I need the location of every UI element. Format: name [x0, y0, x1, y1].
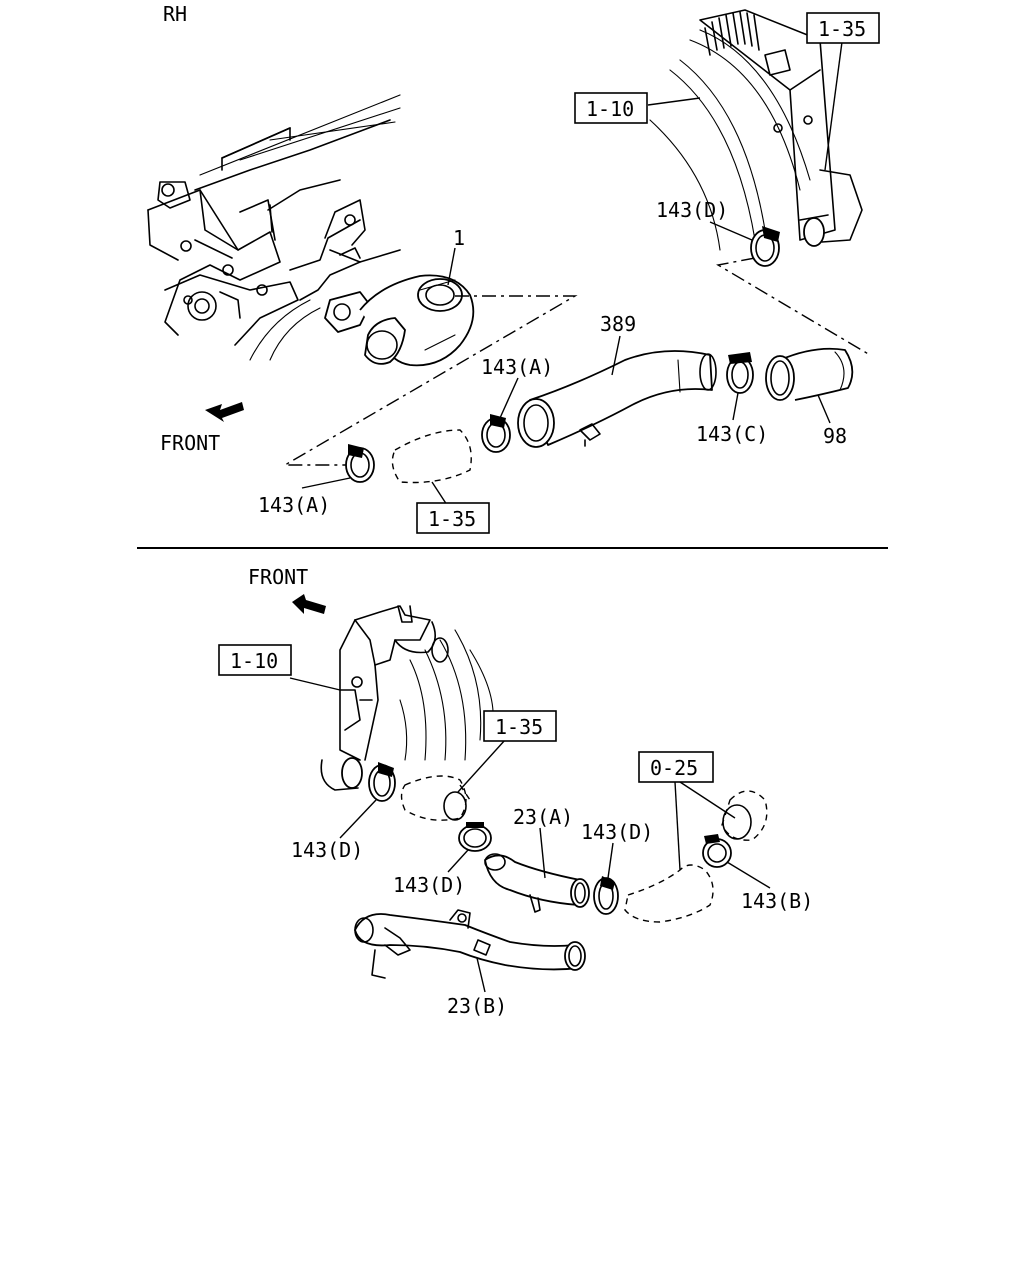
clamp-143b [702, 834, 732, 868]
label-part-1: 1 [453, 226, 465, 250]
hose-0-25 [624, 790, 768, 923]
ref-1-35-top: 1-35 [818, 17, 866, 41]
leader-part-98 [817, 394, 831, 424]
clamp-143d-upper [750, 226, 780, 267]
leader-part-389 [611, 335, 621, 376]
clamp-143d-lower-1 [368, 762, 396, 802]
leader-clamp-143d-lower-1 [339, 799, 377, 839]
intercooler-upper [649, 9, 863, 251]
view-label-rh: RH [163, 2, 187, 26]
clamp-143d-lower-3 [593, 876, 619, 915]
ref-1-10-upper: 1-10 [586, 97, 634, 121]
front-label-upper: FRONT [160, 431, 220, 455]
ref-box-1-35-lower [483, 710, 557, 742]
front-arrow-lower [292, 594, 326, 614]
ref-0-25: 0-25 [650, 756, 698, 780]
ref-box-1-35-top [806, 12, 880, 44]
leader-clamp-143a-right [499, 377, 519, 419]
leader-ref-0-25-right [679, 781, 736, 819]
leader-clamp-143d-lower-3 [607, 842, 614, 879]
pipe-389 [517, 350, 717, 448]
label-pipe-23a: 23(A) [513, 805, 573, 829]
ref-1-10-lower: 1-10 [230, 649, 278, 673]
hose-1-35-lower [400, 775, 467, 821]
label-pipe-23b: 23(B) [447, 994, 507, 1018]
leader-clamp-143d-lower-2 [447, 849, 469, 873]
label-clamp-143d-lower-2: 143(D) [393, 873, 465, 897]
leader-ref-1-10-upper [647, 97, 701, 106]
ref-1-35-bottom: 1-35 [428, 507, 476, 531]
leader-part-1 [447, 247, 456, 286]
label-part-389: 389 [600, 312, 636, 336]
label-clamp-143a-left: 143(A) [258, 493, 330, 517]
label-part-98: 98 [823, 424, 847, 448]
label-clamp-143d-lower-3: 143(D) [581, 820, 653, 844]
clamp-143a-left [345, 444, 375, 483]
leader-ref-1-10-lower [289, 677, 341, 691]
ref-box-0-25 [638, 751, 714, 783]
hose-1-35-upper [391, 429, 472, 484]
leader-ref-0-25-left [674, 781, 681, 871]
leader-hose-1-35-bottom [431, 481, 448, 506]
leader-clamp-143b [726, 861, 771, 889]
pipe-23b [354, 909, 586, 979]
pipe-23a [484, 853, 590, 913]
clamp-143c [726, 352, 754, 394]
guide-line-upper-right [716, 257, 871, 356]
leader-clamp-143a-left [301, 477, 351, 489]
turbo-outlet-part-1 [324, 274, 475, 367]
engine-block [147, 94, 401, 361]
label-clamp-143c: 143(C) [696, 422, 768, 446]
leader-ref-1-35-top [824, 41, 843, 171]
clamp-143a-right [481, 414, 511, 453]
hose-98 [765, 347, 854, 401]
guide-line-upper-left [282, 295, 578, 466]
leader-ref-1-35-lower [457, 739, 506, 793]
clamp-143d-lower-2 [458, 822, 492, 852]
leader-pipe-23b [476, 957, 486, 993]
label-clamp-143d-upper: 143(D) [656, 198, 728, 222]
label-clamp-143a-right: 143(A) [481, 355, 553, 379]
label-clamp-143b: 143(B) [741, 889, 813, 913]
ref-box-1-10-upper [574, 92, 648, 124]
ref-1-35-lower: 1-35 [495, 715, 543, 739]
leader-clamp-143c [732, 392, 739, 421]
front-arrow-upper [205, 402, 244, 422]
front-label-lower: FRONT [248, 565, 308, 589]
label-clamp-143d-lower-1: 143(D) [291, 838, 363, 862]
ref-box-1-10-lower [218, 644, 292, 676]
leader-clamp-143d-upper [709, 221, 753, 241]
intercooler-lower [320, 605, 494, 791]
ref-box-1-35-bottom [416, 502, 490, 534]
leader-pipe-23a [539, 827, 546, 879]
